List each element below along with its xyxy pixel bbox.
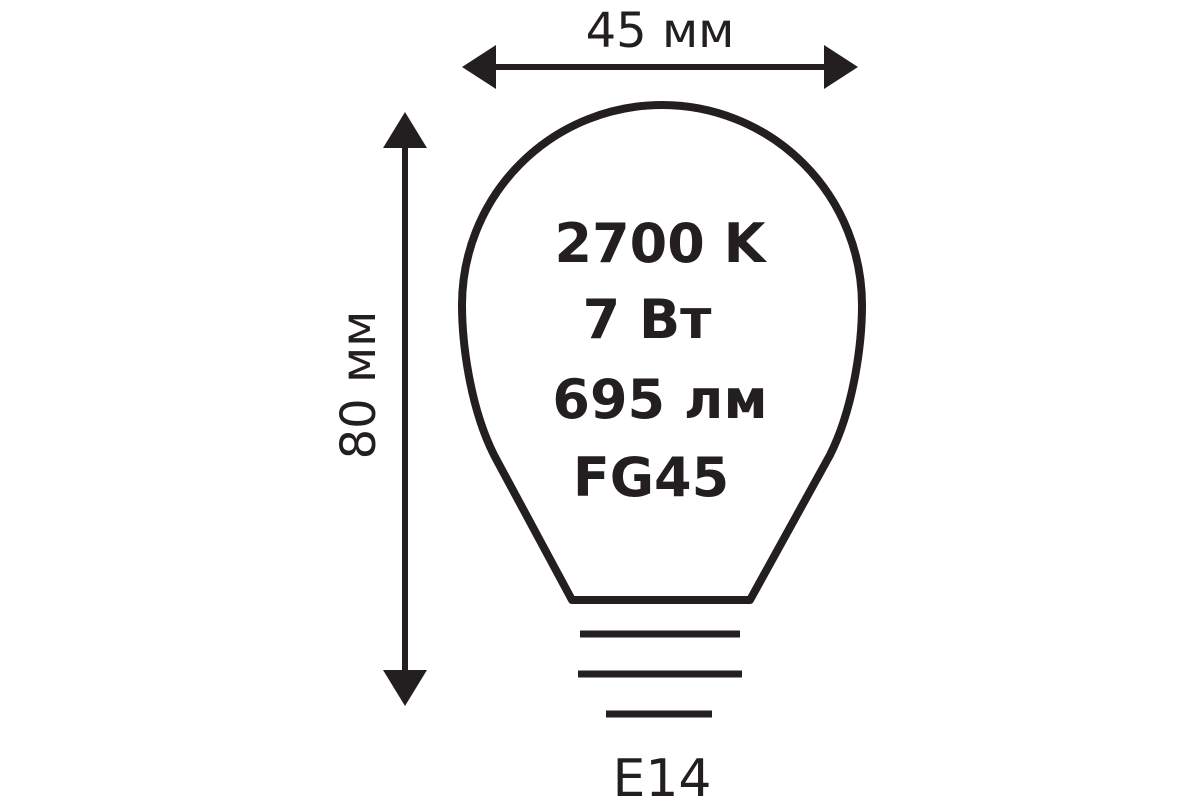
bulb-shape-label: FG45: [573, 446, 729, 509]
height-dimension-label: 80 мм: [331, 311, 387, 460]
height-arrow-head-top: [383, 112, 427, 148]
power-label: 7 Вт: [583, 288, 713, 351]
width-dimension-label: 45 мм: [586, 3, 735, 59]
bulb-outline: [458, 101, 866, 604]
width-arrow-head-right: [824, 45, 858, 89]
height-arrow-head-bottom: [383, 670, 427, 706]
width-dimension-arrow: [462, 45, 858, 89]
width-arrow-head-left: [462, 45, 496, 89]
socket-type-label: E14: [612, 749, 711, 800]
height-dimension-arrow: [383, 112, 427, 706]
luminous-flux-label: 695 лм: [552, 368, 767, 431]
color-temperature-label: 2700 K: [555, 212, 768, 275]
base-thread: [578, 630, 742, 718]
